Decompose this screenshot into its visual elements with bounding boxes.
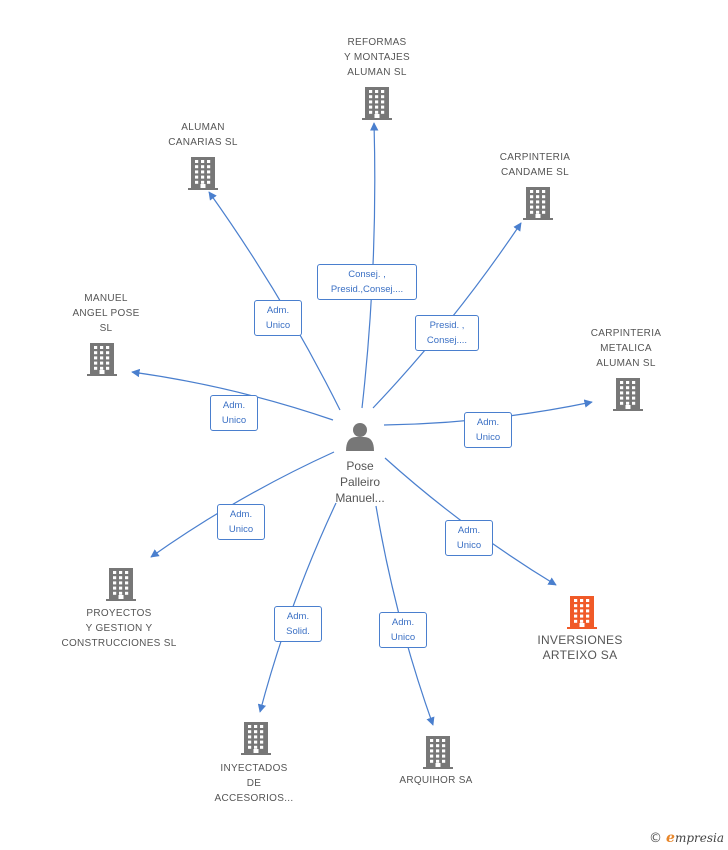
edge-inyectados	[257, 502, 337, 713]
edge-manuel-angel	[131, 368, 334, 421]
company-label-arquihor[interactable]: ARQUIHOR SA	[399, 775, 473, 786]
building-icon	[523, 187, 553, 220]
edge-role-label: Adm. Unico	[464, 412, 512, 448]
edge-role-label: Consej. , Presid.,Consej....	[317, 264, 417, 300]
company-label-carpinteria-metalica[interactable]: CARPINTERIA METALICA ALUMAN SL	[590, 328, 662, 369]
center-person-label[interactable]: Pose Palleiro Manuel...	[335, 459, 385, 505]
edge-role-label: Adm. Solid.	[274, 606, 322, 642]
building-icon	[362, 87, 392, 120]
company-label-manuel-angel[interactable]: MANUEL ANGEL POSE SL	[72, 293, 140, 334]
edge-proyectos	[150, 451, 335, 558]
company-label-proyectos[interactable]: PROYECTOS Y GESTION Y CONSTRUCCIONES SL	[61, 608, 177, 649]
company-label-inversiones[interactable]: INVERSIONES ARTEIXO SA	[537, 633, 623, 662]
edge-role-label: Presid. , Consej....	[415, 315, 479, 351]
building-icon	[106, 568, 136, 601]
brand-logo: ©empresia	[649, 830, 724, 846]
company-label-inyectados[interactable]: INYECTADOS DE ACCESORIOS...	[214, 763, 294, 804]
building-icon	[188, 157, 218, 190]
person-icon	[346, 423, 374, 451]
brand-initial: e	[666, 830, 675, 846]
building-icon	[613, 378, 643, 411]
company-label-carpinteria-candame[interactable]: CARPINTERIA CANDAME SL	[499, 152, 571, 178]
edge-role-label: Adm. Unico	[217, 504, 265, 540]
edge-role-label: Adm. Unico	[445, 520, 493, 556]
edge-role-label: Adm. Unico	[254, 300, 302, 336]
edge-role-label: Adm. Unico	[379, 612, 427, 648]
brand-name: mpresia	[674, 831, 724, 845]
edge-role-label: Adm. Unico	[210, 395, 258, 431]
edge-aluman-canarias	[208, 191, 341, 411]
building-icon	[241, 722, 271, 755]
company-label-aluman-canarias[interactable]: ALUMAN CANARIAS SL	[168, 122, 238, 148]
copyright-symbol: ©	[649, 831, 663, 846]
building-icon	[87, 343, 117, 376]
building-icon	[567, 596, 597, 629]
building-icon	[423, 736, 453, 769]
company-label-reformas[interactable]: REFORMAS Y MONTAJES ALUMAN SL	[344, 37, 410, 78]
